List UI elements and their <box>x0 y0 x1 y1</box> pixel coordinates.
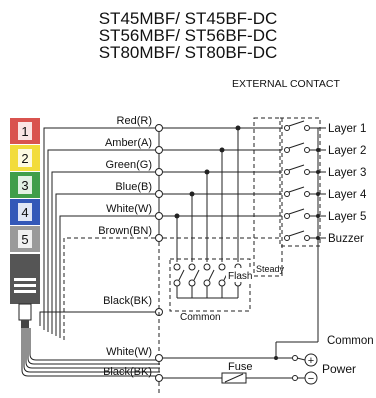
signal-tower: 1 2 3 4 5 <box>10 118 40 328</box>
wire-label-black: Black(BK) <box>103 295 152 307</box>
wire-label-green: Green(G) <box>106 159 152 171</box>
flash-block <box>169 258 251 312</box>
wire-label-blue: Blue(B) <box>115 181 152 193</box>
common-block-label: Common <box>180 312 221 323</box>
power-wiring <box>163 357 292 384</box>
buzzer-label: Buzzer <box>328 233 364 245</box>
steady-box <box>253 117 283 277</box>
terminal-red <box>155 124 163 132</box>
wire-label-amber: Amber(A) <box>105 137 152 149</box>
tier-number-3: 3 <box>21 178 28 193</box>
external-contact-box <box>279 117 321 247</box>
wire-label-black-power: Black(BK) <box>103 366 152 378</box>
layer-label-3: Layer 3 <box>328 167 366 179</box>
common-label: Common <box>327 335 374 347</box>
tier-number-2: 2 <box>21 151 28 166</box>
tier-number-5: 5 <box>21 232 28 247</box>
terminal-amber <box>155 146 163 154</box>
model-title-line-1: ST45MBF/ ST45BF-DC <box>98 9 278 28</box>
flash-label: Flash <box>228 271 252 282</box>
power-label: Power <box>322 362 356 376</box>
layer-label-5: Layer 5 <box>328 211 366 223</box>
plus-sign: + <box>308 355 314 367</box>
terminal-green <box>155 168 163 176</box>
model-title-line-2: ST56MBF/ ST56BF-DC <box>98 26 278 45</box>
terminal-power-white <box>155 354 163 362</box>
terminal-white <box>155 212 163 220</box>
layer-label-2: Layer 2 <box>328 145 366 157</box>
tier-number-1: 1 <box>21 124 28 139</box>
tier-number-4: 4 <box>21 205 28 220</box>
model-title-line-3: ST80MBF/ ST80BF-DC <box>98 43 278 62</box>
contact-switches <box>284 125 310 241</box>
layer-label-1: Layer 1 <box>328 123 366 135</box>
terminal-brown <box>155 234 163 242</box>
terminal-blue <box>155 190 163 198</box>
layer-label-4: Layer 4 <box>328 189 367 201</box>
wire-label-white: White(W) <box>106 203 152 215</box>
terminal-power-black <box>155 374 163 382</box>
wire-label-red: Red(R) <box>117 115 152 127</box>
steady-label: Steady <box>256 264 285 274</box>
fuse-label: Fuse <box>228 361 252 373</box>
external-contact-label: EXTERNAL CONTACT <box>232 78 340 90</box>
cable-bundle <box>21 328 160 377</box>
terminals <box>155 124 163 316</box>
wire-label-brown: Brown(BN) <box>98 225 152 237</box>
wire-bundle <box>39 127 155 340</box>
wire-label-white-power: White(W) <box>106 346 152 358</box>
minus-sign: − <box>308 373 314 385</box>
